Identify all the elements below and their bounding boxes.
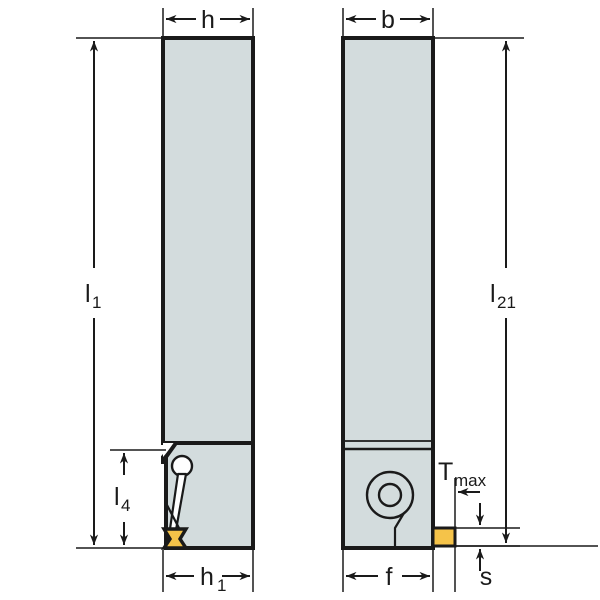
front-view-body (341, 36, 435, 550)
front-view-clamp-screw-outer (365, 470, 415, 520)
dimension-s: s (455, 503, 520, 591)
dimension-s-label: s (480, 563, 493, 591)
dimension-l1-label: l (85, 280, 91, 308)
dimension-tmax: T max (438, 458, 487, 592)
side-view (160, 36, 255, 550)
front-view-clamp-screw-inner (377, 482, 403, 508)
front-view-clamp-arm-edge (393, 512, 405, 546)
dimension-b-label: b (381, 6, 395, 34)
dimension-b: b (342, 6, 434, 40)
dimension-h-label: h (201, 6, 215, 34)
dimension-f-label: f (386, 563, 393, 591)
side-view-support-line (166, 504, 181, 531)
dimension-l1-subscript: 1 (92, 293, 101, 312)
dimension-tmax-subscript: max (454, 471, 487, 490)
dimension-h1: h 1 (162, 550, 254, 595)
dimension-h: h (162, 6, 254, 40)
dimension-l1: l 1 (76, 37, 166, 549)
dimension-l21-subscript: 21 (497, 293, 516, 312)
dimension-l21-label: l (490, 280, 496, 308)
front-view-insert (431, 526, 457, 548)
dimension-tmax-label: T (438, 458, 453, 486)
dimension-f: f (342, 550, 434, 592)
front-view (341, 36, 457, 550)
dimension-l4-label: l (114, 483, 120, 511)
dimension-h1-label: h (200, 563, 214, 591)
dimension-l4: l 4 (110, 449, 166, 545)
dimension-h1-subscript: 1 (217, 576, 226, 595)
dimension-l4-subscript: 4 (121, 496, 130, 515)
side-view-insert (160, 527, 190, 550)
